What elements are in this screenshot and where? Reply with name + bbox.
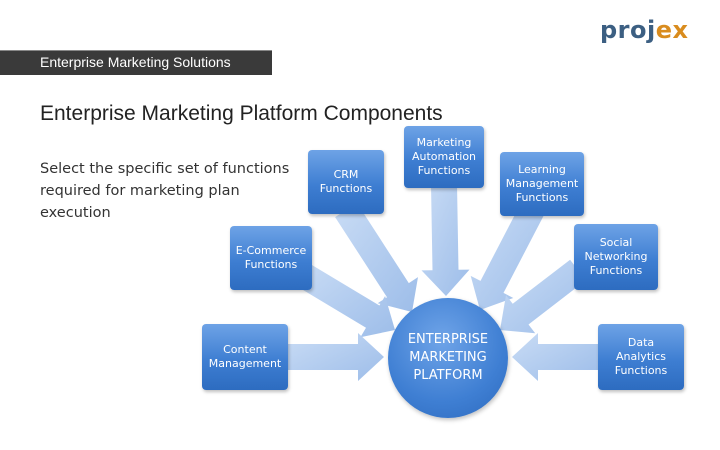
arrow-ecommerce-to-hub	[298, 264, 395, 338]
arrow-social-networking-to-hub	[500, 259, 586, 334]
arrow-content-management-to-hub	[288, 333, 384, 381]
banner-label: Enterprise Marketing Solutions	[40, 54, 231, 70]
node-data-analytics: Data Analytics Functions	[598, 324, 684, 390]
section-banner: Enterprise Marketing Solutions	[0, 50, 272, 75]
projex-logo: projex	[600, 16, 689, 44]
node-marketing-automation: Marketing Automation Functions	[404, 126, 484, 188]
logo-text-primary: proj	[600, 16, 656, 44]
node-ecommerce: E-Commerce Functions	[230, 226, 312, 290]
node-content-management: Content Management	[202, 324, 288, 390]
page-title: Enterprise Marketing Platform Components	[40, 102, 443, 125]
arrow-marketing-automation-to-hub	[421, 183, 470, 296]
description-text: Select the specific set of functions req…	[40, 161, 290, 221]
arrow-data-analytics-to-hub	[512, 333, 598, 381]
logo-text-accent: ex	[655, 16, 689, 44]
node-social-networking: Social Networking Functions	[574, 224, 658, 290]
arrow-learning-management-to-hub	[470, 204, 544, 310]
hub-enterprise-marketing-platform: ENTERPRISE MARKETING PLATFORM	[388, 298, 508, 418]
arrow-crm-to-hub	[335, 202, 418, 312]
node-learning-management: Learning Management Functions	[500, 152, 584, 216]
node-crm: CRM Functions	[308, 150, 384, 214]
